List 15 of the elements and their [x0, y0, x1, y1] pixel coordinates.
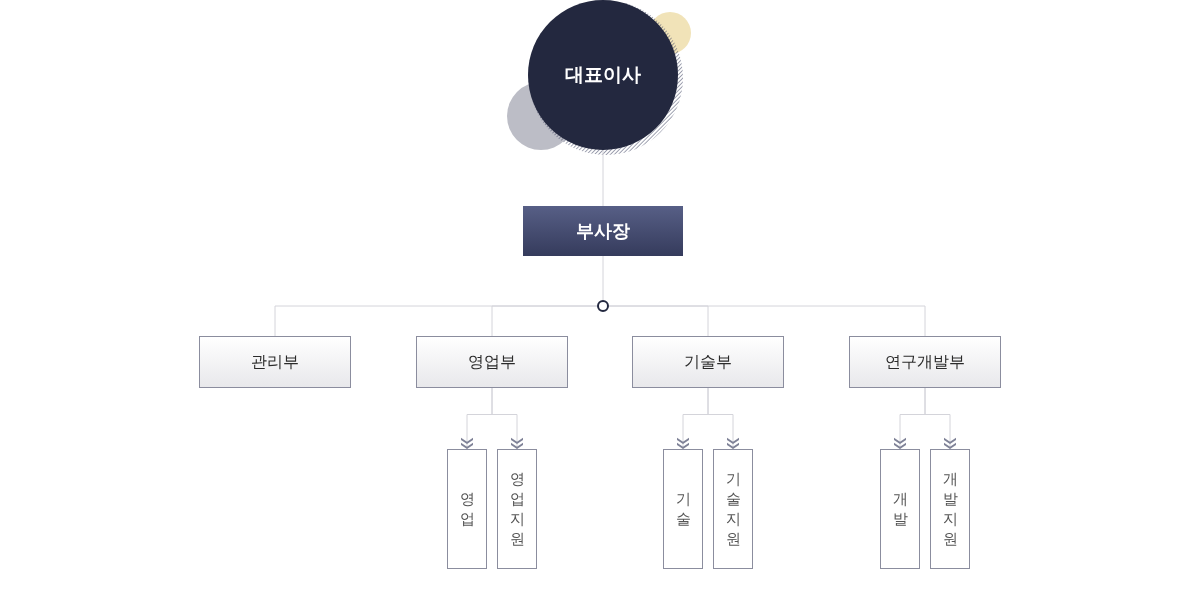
team-box: 영업지원 — [497, 449, 537, 569]
department-box: 기술부 — [632, 336, 784, 388]
team-box: 영업 — [447, 449, 487, 569]
circle-node: 대표이사 — [528, 0, 678, 150]
team-box: 기술 — [663, 449, 703, 569]
title-box: 부사장 — [523, 206, 683, 256]
junction-ring — [597, 300, 609, 312]
connector-line — [491, 305, 598, 337]
team-box: 개발지원 — [930, 449, 970, 569]
connector-line — [608, 305, 926, 337]
department-box: 영업부 — [416, 336, 568, 388]
team-box: 기술지원 — [713, 449, 753, 569]
department-box: 연구개발부 — [849, 336, 1001, 388]
team-box: 개발 — [880, 449, 920, 569]
department-box: 관리부 — [199, 336, 351, 388]
